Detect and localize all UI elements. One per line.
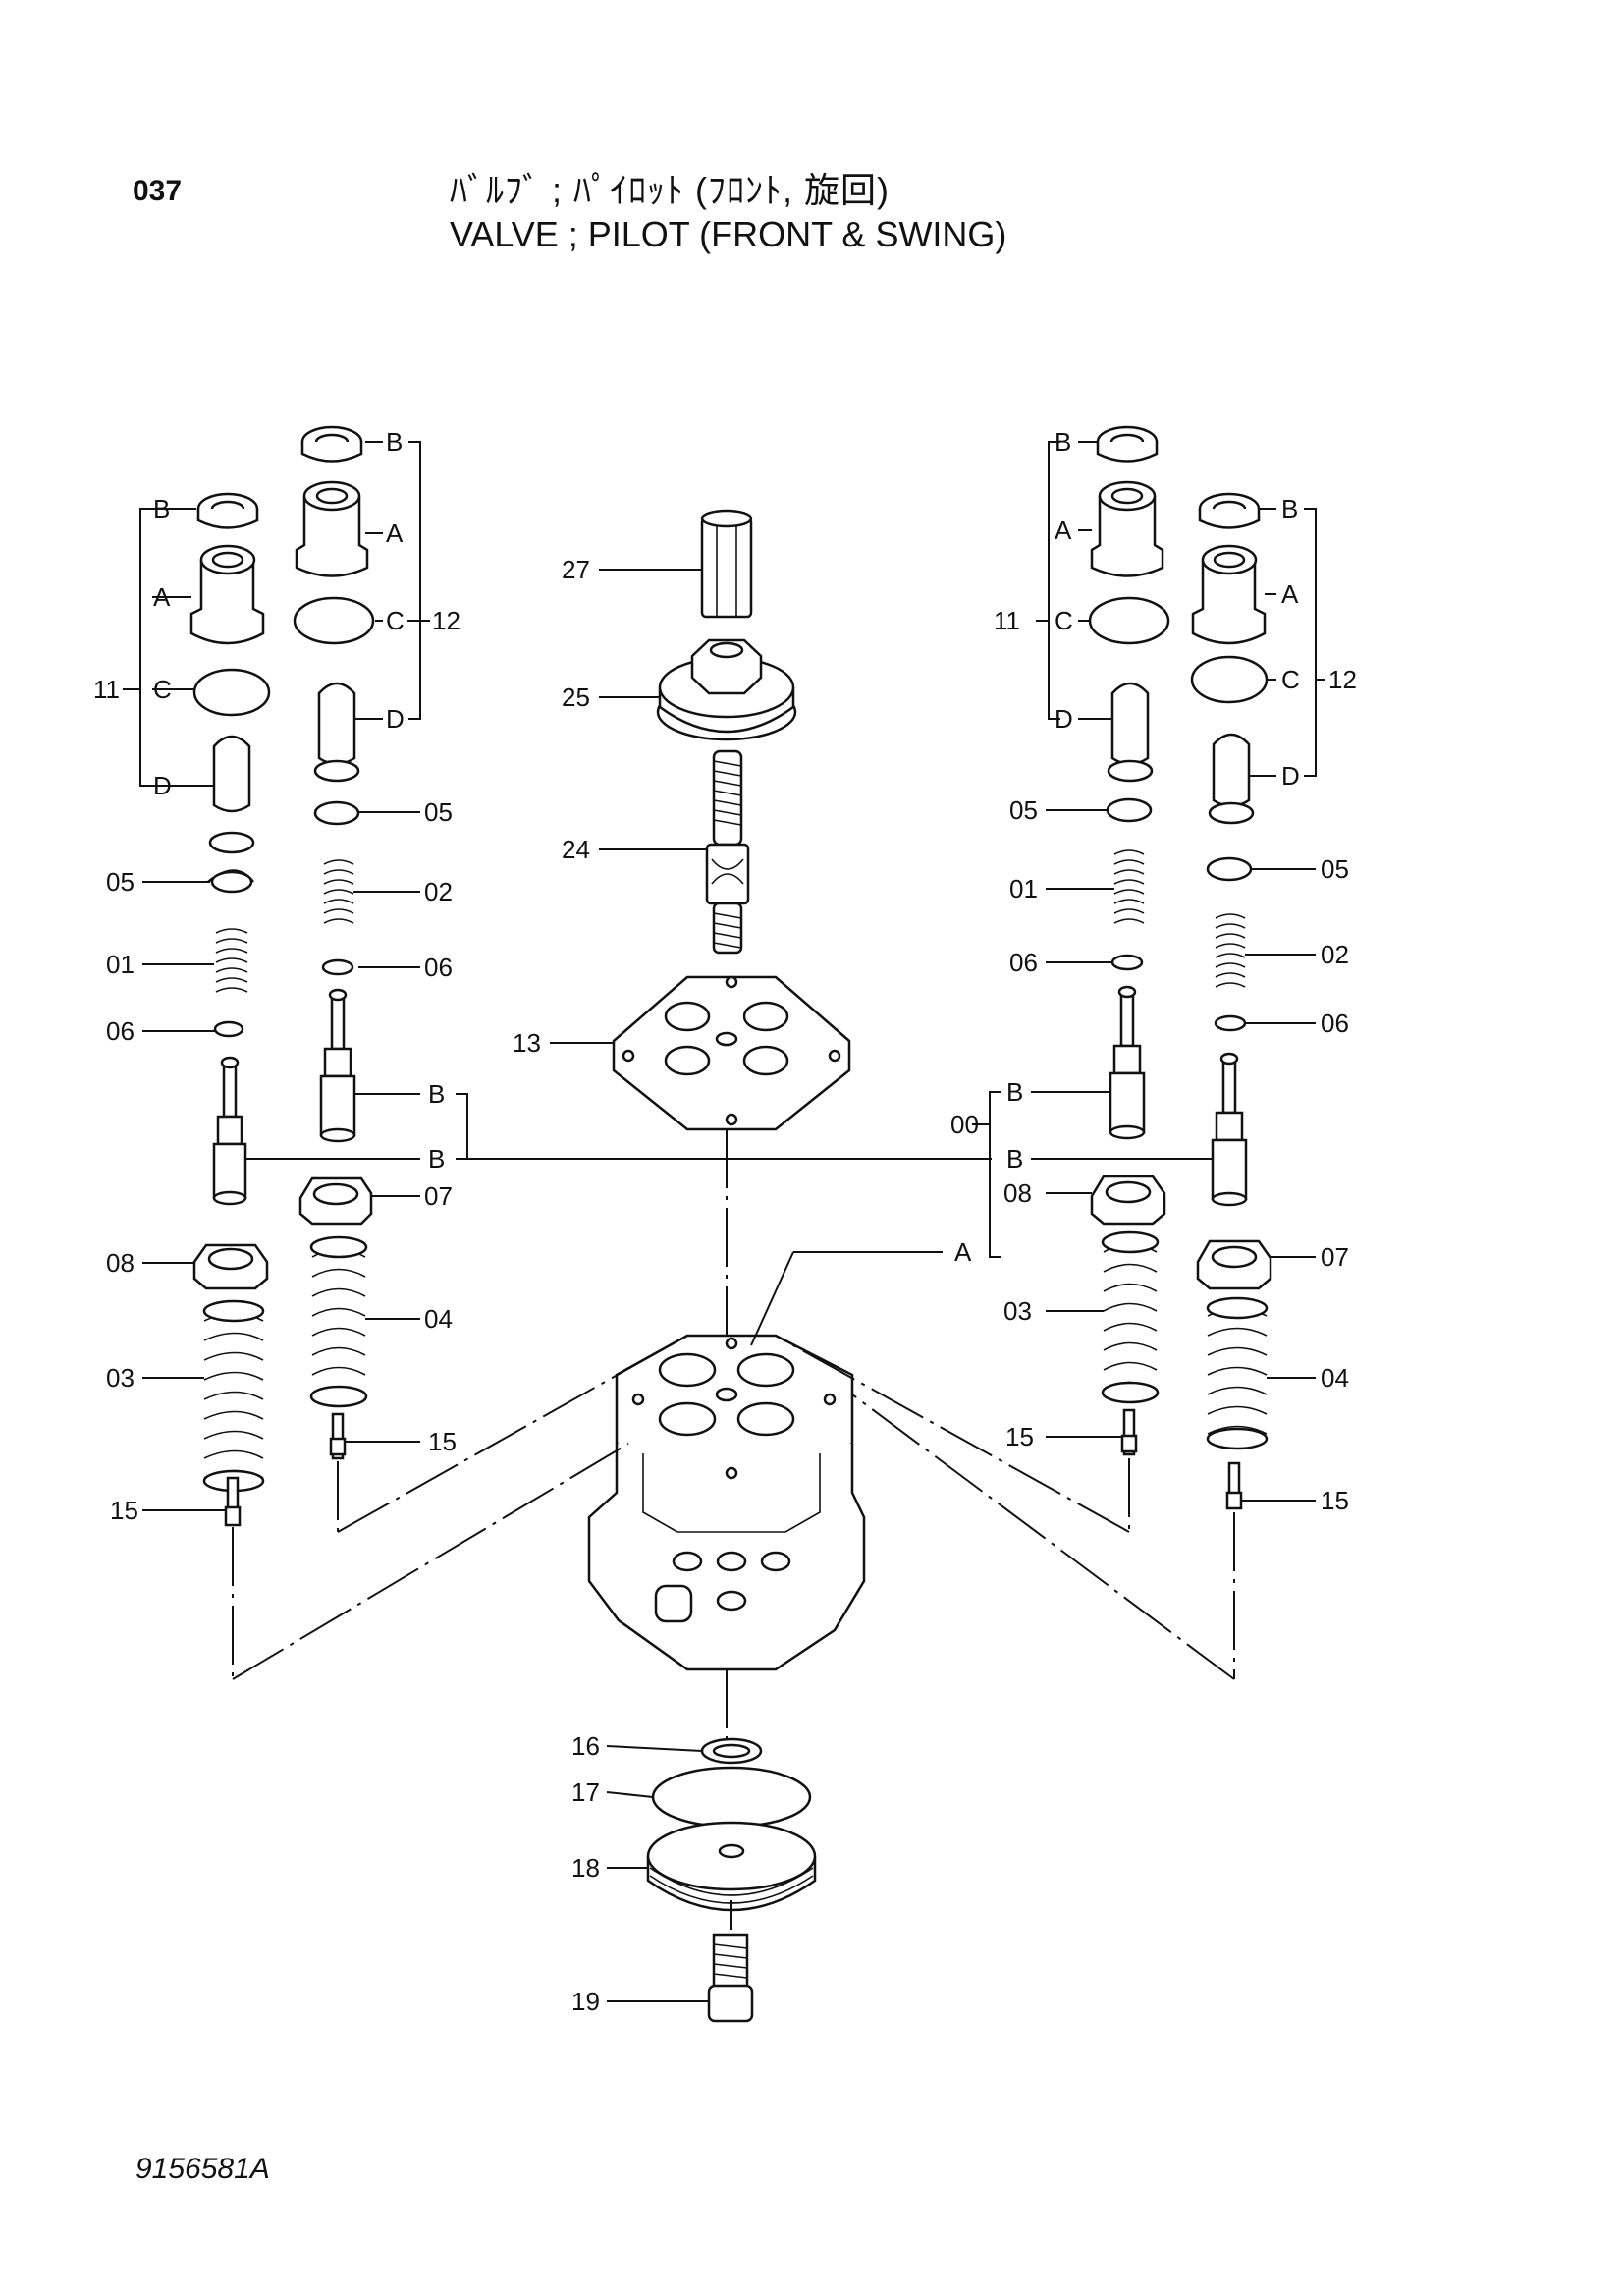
callout-right-03: 03 — [1003, 1296, 1032, 1326]
callout-left-11-c: C — [153, 675, 172, 704]
part-18-cover — [646, 1821, 817, 1912]
callout-labels: 27 25 24 13 16 17 18 19 11 B A C D 12 B … — [93, 427, 1357, 2016]
part-24-joint-shaft — [705, 749, 750, 955]
left-stack-11 — [189, 492, 271, 1679]
part-27-hex-sleeve — [700, 509, 753, 619]
right-stack-11 — [1088, 425, 1170, 1532]
callout-right-12: 12 — [1328, 665, 1357, 694]
callout-right-15b: 15 — [1321, 1486, 1349, 1515]
callout-right-02: 02 — [1321, 940, 1349, 969]
callout-left-12-a: A — [386, 519, 404, 548]
callout-right-12-a: A — [1281, 579, 1299, 609]
right-brackets — [750, 441, 1325, 1502]
callout-right-12-c: C — [1281, 665, 1300, 694]
callout-right-07: 07 — [1321, 1242, 1349, 1272]
callout-left-06a: 06 — [106, 1016, 135, 1046]
page-number: 037 — [133, 175, 183, 207]
part-25-cap-nut — [656, 638, 797, 741]
callout-left-12-c: C — [386, 606, 405, 635]
callout-right-12-b: B — [1281, 494, 1298, 523]
callout-left-03: 03 — [106, 1363, 135, 1393]
callout-left-05a: 05 — [106, 867, 135, 897]
callout-right-11: 11 — [994, 606, 1020, 635]
main-valve-casing — [587, 1334, 866, 1671]
callout-left-08: 08 — [106, 1248, 135, 1278]
part-17-o-ring — [651, 1766, 812, 1829]
part-16-seal — [700, 1737, 763, 1765]
callout-19: 19 — [571, 1987, 600, 2016]
callout-right-06a: 06 — [1009, 948, 1038, 977]
callout-right-spool-b2: B — [1006, 1144, 1023, 1174]
callout-left-11: 11 — [93, 675, 120, 704]
callout-left-11-d: D — [153, 771, 172, 800]
callout-right-spool-b1: B — [1006, 1077, 1023, 1107]
callout-left-spool-b2: B — [428, 1144, 445, 1174]
callout-right-11-d: D — [1055, 704, 1073, 734]
callout-13: 13 — [513, 1028, 541, 1058]
center-stack — [550, 509, 866, 2023]
callout-left-15a: 15 — [110, 1496, 138, 1525]
callout-right-00: 00 — [950, 1110, 979, 1139]
callout-right-11-a: A — [1055, 516, 1072, 545]
callout-18: 18 — [571, 1853, 600, 1883]
part-19-plug — [707, 1933, 754, 2023]
callout-16: 16 — [571, 1731, 600, 1761]
callout-right-01: 01 — [1009, 874, 1038, 903]
callout-left-spool-b1: B — [428, 1079, 445, 1109]
title-japanese: ﾊﾞﾙﾌﾞ ; ﾊﾟｲﾛｯﾄ (ﾌﾛﾝﾄ, 旋回) — [450, 170, 890, 210]
callout-right-08: 08 — [1003, 1178, 1032, 1208]
callout-25: 25 — [562, 683, 590, 712]
callout-right-11-b: B — [1055, 427, 1071, 457]
callout-left-15b: 15 — [428, 1427, 457, 1456]
callout-left-07: 07 — [424, 1181, 453, 1211]
callout-left-02: 02 — [424, 877, 453, 906]
callout-right-06b: 06 — [1321, 1009, 1349, 1038]
title-english: VALVE ; PILOT (FRONT & SWING) — [450, 214, 1007, 254]
part-13-plate — [612, 975, 851, 1131]
right-stack-12 — [1190, 492, 1272, 1679]
callout-right-15a: 15 — [1005, 1422, 1034, 1451]
drawing-number: 9156581A — [135, 2153, 270, 2185]
callout-left-12: 12 — [432, 606, 460, 635]
callout-left-06b: 06 — [424, 953, 453, 982]
callout-right-12-d: D — [1281, 761, 1300, 791]
callout-right-a: A — [954, 1237, 972, 1267]
callout-27: 27 — [562, 555, 590, 584]
callout-left-01: 01 — [106, 950, 135, 979]
callout-left-11-b: B — [153, 494, 170, 523]
callout-left-11-a: A — [153, 582, 171, 612]
left-brackets — [123, 441, 992, 1511]
callout-right-05b: 05 — [1321, 854, 1349, 884]
callout-left-12-d: D — [386, 704, 405, 734]
left-stack-12 — [293, 425, 375, 1532]
callout-right-04: 04 — [1321, 1363, 1349, 1393]
callout-left-12-b: B — [386, 427, 403, 457]
callout-24: 24 — [562, 835, 590, 864]
callout-right-11-c: C — [1055, 606, 1073, 635]
callout-left-05b: 05 — [424, 797, 453, 827]
callout-right-05a: 05 — [1009, 795, 1038, 825]
callout-17: 17 — [571, 1777, 600, 1807]
callout-left-04: 04 — [424, 1304, 453, 1334]
